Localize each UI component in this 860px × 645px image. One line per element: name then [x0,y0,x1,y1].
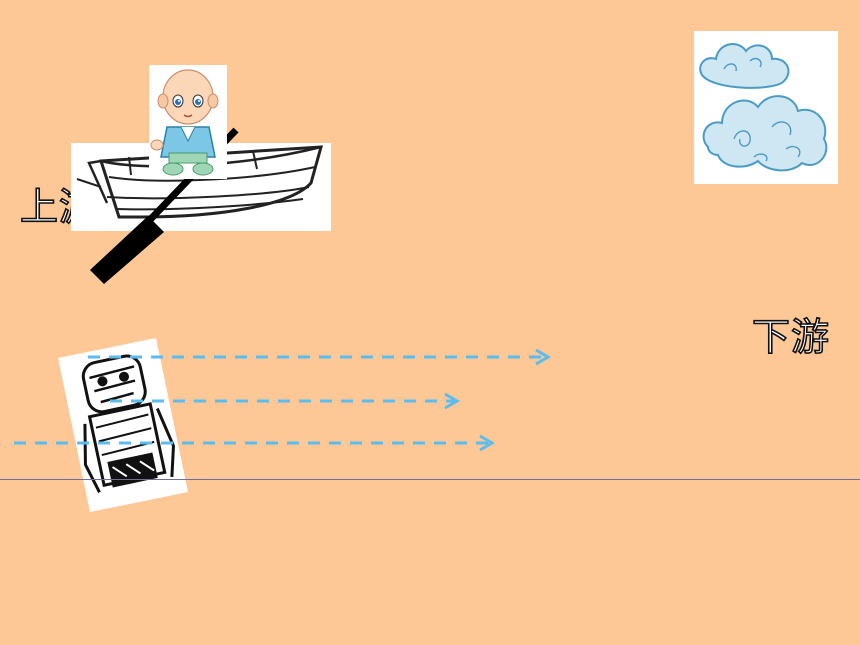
downstream-label: 下游 [751,315,831,359]
child-icon [149,65,227,179]
statue-icon [58,338,188,512]
riverbank-line [0,479,860,480]
arrow-right-icon [535,348,551,366]
arrow-right-icon [479,434,495,452]
current-arrows [14,348,551,452]
arrow-right-icon [444,392,460,410]
cloud-icon [694,31,838,184]
